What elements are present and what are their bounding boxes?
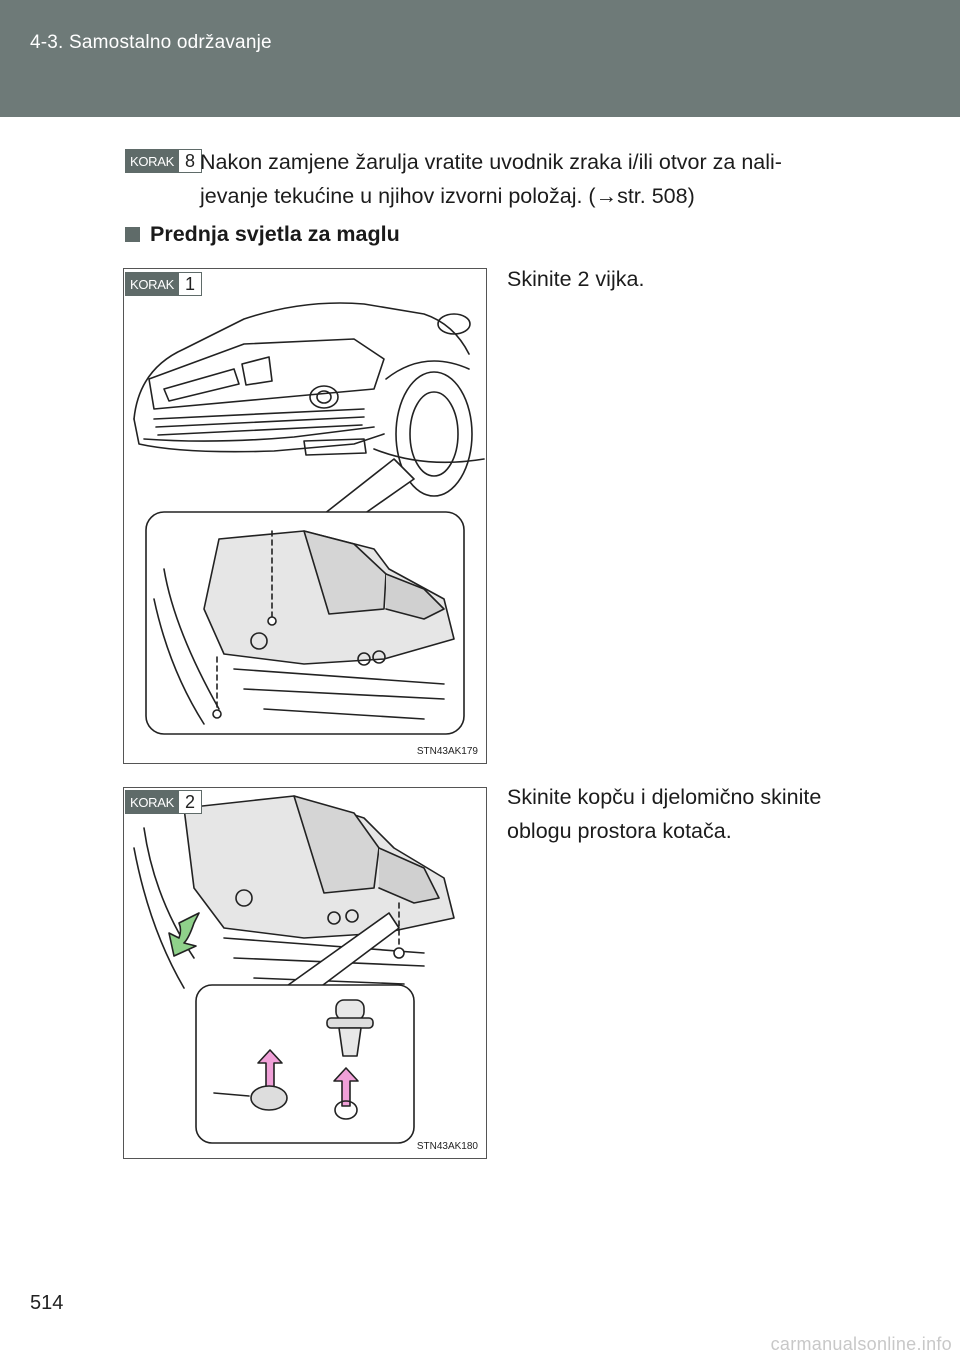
step8-line1: Nakon zamjene žarulja vratite uvodnik zr… — [200, 150, 782, 174]
step-badge-number: 2 — [179, 790, 203, 814]
step2-line2: oblogu prostora kotača. — [507, 819, 732, 843]
figure-step1: STN43AK179 — [123, 268, 487, 764]
section-title: 4-3. Samostalno održavanje — [30, 32, 272, 53]
step-badge-word: KORAK — [125, 149, 180, 173]
section-heading-text: Prednja svjetla za maglu — [150, 222, 400, 246]
step-badge-word: KORAK — [125, 272, 180, 296]
step-badge-8: KORAK 8 — [125, 149, 203, 173]
wheel-liner-clip-illustration — [133, 795, 455, 1144]
step2-line1: Skinite kopču i djelomično skinite — [507, 785, 822, 809]
figure-code: STN43AK179 — [416, 746, 478, 757]
step-badge-number: 8 — [179, 149, 203, 173]
figure-step2: STN43AK180 — [123, 787, 487, 1159]
car-front-illustration — [133, 302, 485, 735]
page-header: 4-3. Samostalno održavanje — [0, 0, 960, 117]
figure-code: STN43AK180 — [416, 1141, 478, 1152]
page-number: 514 — [30, 1292, 64, 1314]
step-badge-1: KORAK 1 — [125, 272, 203, 296]
step-badge-number: 1 — [179, 272, 203, 296]
section-heading: Prednja svjetla za maglu — [125, 222, 400, 247]
step8-line2: jevanje tekućine u njihov izvorni položa… — [200, 184, 695, 208]
step1-text: Skinite 2 vijka. — [507, 267, 645, 291]
heading-square-icon — [125, 227, 140, 242]
step-badge-2: KORAK 2 — [125, 790, 203, 814]
watermark: carmanualsonline.info — [770, 1334, 952, 1354]
step-badge-word: KORAK — [125, 790, 180, 814]
